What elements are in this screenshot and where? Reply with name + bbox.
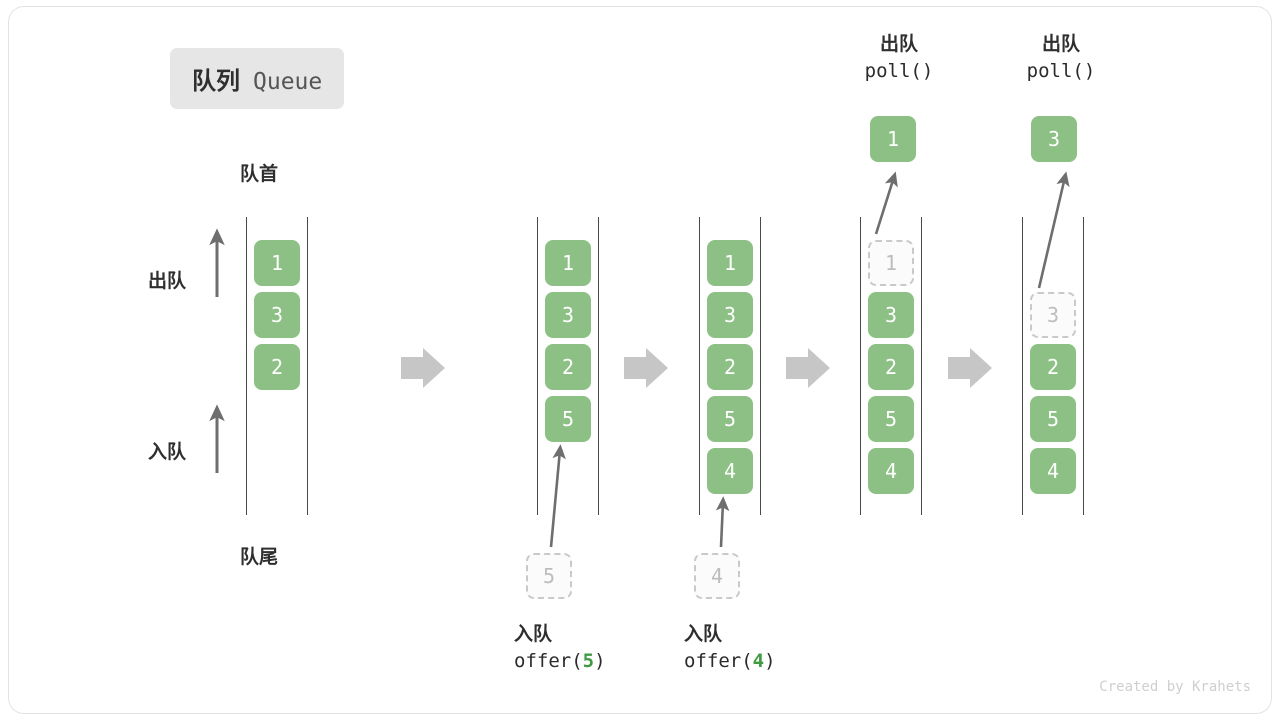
cell: 1 [545,240,591,286]
queue-head-label: 队首 [240,163,279,185]
offer-5-label-code: offer(5) [514,649,606,672]
cell-ghost: 3 [1030,292,1076,338]
poll-3-label-code: poll() [1026,59,1096,82]
diagram-card: 队列 Queue 队首 队尾 出队 入队 1 3 2 1 3 2 5 [8,6,1272,714]
rail-right [760,217,761,515]
step-arrow-1 [401,348,445,388]
cell-ghost: 1 [868,240,914,286]
poll-1-label: 出队 poll() [799,31,999,85]
cell: 4 [1030,448,1076,494]
rail-right [1083,217,1084,515]
cell: 5 [868,396,914,442]
cell: 3 [254,292,300,338]
cell: 5 [1030,396,1076,442]
offer-4-label: 入队 offer(4) [609,621,884,675]
cell: 2 [254,344,300,390]
cell: 2 [868,344,914,390]
poll-1-arrow [874,171,898,235]
cell: 3 [707,292,753,338]
title-cn: 队列 [192,67,240,95]
offer-4-label-code: offer(4) [684,649,776,672]
rail-right [598,217,599,515]
offer-4-label-cn: 入队 [684,623,723,645]
cell: 4 [707,448,753,494]
cell: 4 [868,448,914,494]
poll-3-arrow [1037,171,1070,289]
poll-3-result-box: 3 [1031,116,1077,162]
title-badge: 队列 Queue [170,48,345,109]
step-arrow-3 [786,348,830,388]
title-en: Queue [253,69,323,95]
rail-left [537,217,538,515]
cell: 5 [707,396,753,442]
offer-4-arrow [715,496,730,548]
cell: 3 [868,292,914,338]
rail-left [246,217,247,515]
enqueue-side-label: 入队 [148,441,187,463]
rail-right [307,217,308,515]
poll-1-label-cn: 出队 [879,33,918,55]
rail-left [699,217,700,515]
rail-left [860,217,861,515]
step-arrow-4 [948,348,992,388]
incoming-ghost-5: 5 [526,553,572,599]
cell: 5 [545,396,591,442]
rail-right [921,217,922,515]
dequeue-side-label: 出队 [148,270,187,292]
step-arrow-2 [624,348,668,388]
offer-5-label: 入队 offer(5) [439,621,714,675]
poll-3-label-cn: 出队 [1041,33,1080,55]
poll-1-label-code: poll() [864,59,934,82]
cell: 1 [707,240,753,286]
cell: 2 [707,344,753,390]
poll-1-result-box: 1 [870,116,916,162]
incoming-ghost-4: 4 [694,553,740,599]
cell: 3 [545,292,591,338]
cell: 2 [545,344,591,390]
credit-text: Created by Krahets [1099,679,1251,695]
diagram-stage: 队列 Queue 队首 队尾 出队 入队 1 3 2 1 3 2 5 [9,7,1271,713]
poll-3-label: 出队 poll() [961,31,1161,85]
rail-left [1022,217,1023,515]
cell: 2 [1030,344,1076,390]
queue-tail-label: 队尾 [240,546,279,568]
offer-5-label-cn: 入队 [514,623,553,645]
offer-5-arrow [549,444,566,548]
cell: 1 [254,240,300,286]
